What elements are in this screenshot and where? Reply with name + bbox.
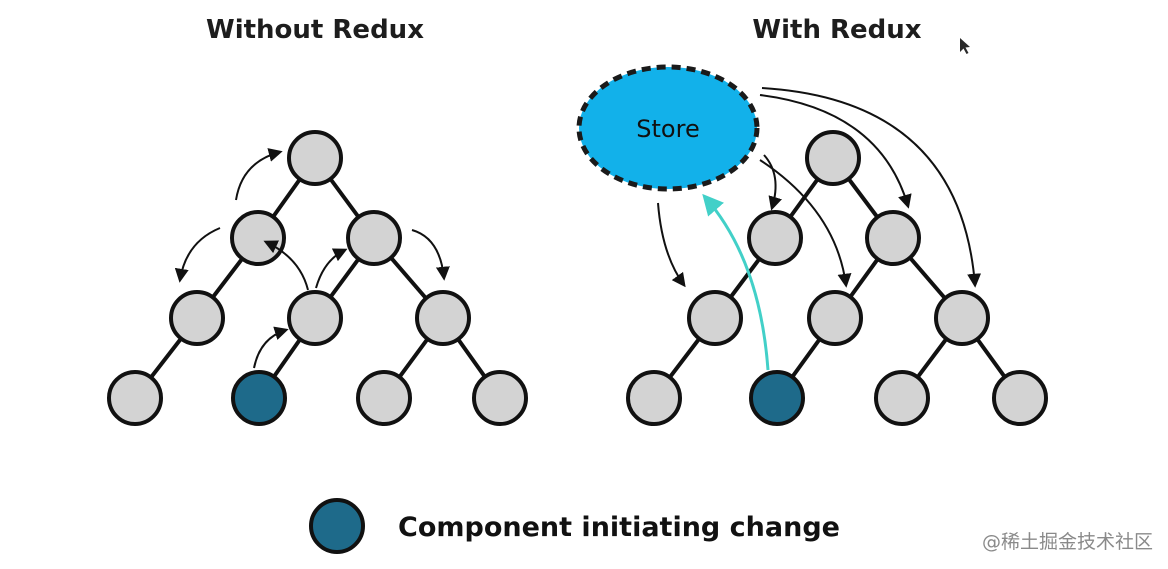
arrow-to-root <box>235 148 283 201</box>
component-node-root <box>287 130 343 186</box>
component-node <box>169 290 225 346</box>
mouse-cursor-icon <box>960 38 970 54</box>
tree-without-redux <box>107 130 528 426</box>
arrow-initiator-to-store <box>702 193 770 371</box>
store-distribution-arrows <box>657 87 982 288</box>
store-label: Store <box>636 115 699 143</box>
tree-nodes-left <box>107 130 528 426</box>
component-node <box>107 370 163 426</box>
component-node <box>626 370 682 426</box>
tree-with-redux: Store <box>576 64 1048 426</box>
arrow-down-right <box>411 229 450 281</box>
arrow-store-to-center-node <box>759 159 852 288</box>
component-node-root <box>805 130 861 186</box>
component-node <box>874 370 930 426</box>
arrow-down-left <box>174 227 221 283</box>
component-node <box>356 370 412 426</box>
component-node <box>472 370 528 426</box>
tree-edges-left <box>133 156 502 400</box>
component-node <box>747 210 803 266</box>
component-node <box>992 370 1048 426</box>
component-node <box>934 290 990 346</box>
legend-label: Component initiating change <box>398 512 840 543</box>
propagation-arrows-left <box>174 148 450 369</box>
component-node <box>687 290 743 346</box>
legend: Component initiating change <box>309 498 840 554</box>
component-node <box>415 290 471 346</box>
component-node-initiator <box>749 370 805 426</box>
arrow-to-sibling <box>263 240 309 291</box>
component-node <box>865 210 921 266</box>
title-with-redux: With Redux <box>752 15 921 45</box>
arrow-store-to-mid-node <box>763 154 782 211</box>
watermark-text: @稀土掘金技术社区 <box>982 531 1153 553</box>
component-node <box>346 210 402 266</box>
component-node-initiator <box>231 370 287 426</box>
arrow-store-to-left-node <box>657 202 686 288</box>
arrow-store-to-right-mid-node <box>759 94 912 209</box>
store-bubble <box>576 64 760 192</box>
arrow-to-grandparent <box>315 248 348 289</box>
tree-nodes-right <box>626 130 1048 426</box>
arrow-store-to-far-right-node <box>761 87 982 288</box>
component-node <box>287 290 343 346</box>
title-without-redux: Without Redux <box>206 15 424 45</box>
legend-initiator-swatch <box>309 498 365 554</box>
tree-edges-right <box>652 156 1022 400</box>
arrow-initiator-to-parent <box>253 326 289 369</box>
component-node <box>230 210 286 266</box>
component-node <box>807 290 863 346</box>
